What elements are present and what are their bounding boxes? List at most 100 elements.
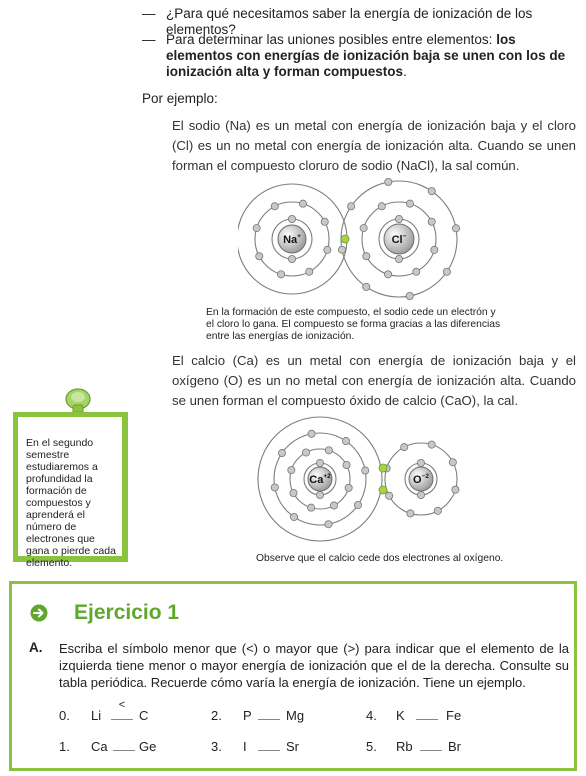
answer-bullet: — Para determinar las uniones posibles e… <box>142 32 578 80</box>
sodium-electron <box>323 245 332 254</box>
transferred-electron <box>378 485 388 495</box>
transferred-electron <box>340 234 350 244</box>
item-right-element: Mg <box>286 708 305 723</box>
sidebar-note-text: En el segundo semestre estudiaremos a pr… <box>26 437 116 569</box>
chlorine-electron <box>377 202 386 211</box>
calcium-electron <box>316 491 325 500</box>
chlorine-electron <box>427 217 436 226</box>
sodium-electron <box>270 202 279 211</box>
item-number: 1. <box>59 739 70 754</box>
oxygen-electron <box>406 509 415 518</box>
sodium-electron <box>298 199 307 208</box>
chlorine-electron <box>412 267 421 276</box>
chlorine-shell <box>361 201 437 277</box>
item-left-element: K <box>396 708 405 723</box>
chlorine-electron <box>430 245 439 254</box>
item-number: 0. <box>59 708 70 723</box>
answer-blank[interactable] <box>416 708 438 720</box>
oxygen-electron <box>416 491 425 500</box>
exercise-header: Ejercicio 1 <box>30 601 179 625</box>
chlorine-electron <box>347 202 356 211</box>
sodium-electron <box>255 252 264 261</box>
oxygen-nucleus <box>408 466 434 492</box>
sodium-electron <box>320 217 329 226</box>
chlorine-electron <box>337 245 346 254</box>
calcium-electron <box>287 466 296 475</box>
exercise-part-letter: A. <box>29 640 43 655</box>
calcium-electron <box>324 446 333 455</box>
calcium-shell <box>289 448 351 510</box>
item-left-element: P <box>243 708 252 723</box>
oxygen-electron <box>433 506 442 515</box>
chlorine-electron <box>452 224 461 233</box>
item-right-element: Fe <box>446 708 462 723</box>
bullet-text-bold: los elementos con energías de ionización… <box>166 32 566 79</box>
oxygen-shell <box>384 442 458 516</box>
item-number: 5. <box>366 739 377 754</box>
answer-blank[interactable] <box>258 739 280 751</box>
item-left-element: Ca <box>91 739 108 754</box>
sodium-electron <box>305 267 314 276</box>
calcium-electron <box>344 483 353 492</box>
oxygen-electron <box>448 458 457 467</box>
calcium-shell <box>257 416 383 542</box>
chlorine-electron <box>362 252 371 261</box>
sodium-symbol: Na+ <box>283 233 301 246</box>
sodium-electron <box>288 215 297 224</box>
item-left-element: I <box>243 739 247 754</box>
cao-caption: Observe que el calcio cede dos electrone… <box>256 553 504 564</box>
calcium-electron <box>361 466 370 475</box>
chlorine-electron <box>405 199 414 208</box>
answer-blank[interactable] <box>113 739 135 751</box>
sodium-chlorine-paragraph: El sodio (Na) es un metal con energía de… <box>172 118 576 173</box>
calcium-shell <box>273 432 367 526</box>
item-right-element: Ge <box>139 739 157 754</box>
chlorine-electron <box>394 215 403 224</box>
chlorine-electron <box>359 224 368 233</box>
oxygen-electron <box>385 491 394 500</box>
item-right-element: Br <box>448 739 461 754</box>
item-number: 4. <box>366 708 377 723</box>
oxygen-electron <box>427 440 436 449</box>
bullet-dash: — <box>142 6 156 21</box>
calcium-electron <box>316 459 325 468</box>
chlorine-electron <box>362 282 371 291</box>
oxygen-electron <box>400 443 409 452</box>
chlorine-electron <box>394 255 403 264</box>
sidebar-note: En el segundo semestre estudiaremos a pr… <box>13 412 128 569</box>
answer-blank[interactable] <box>420 739 442 751</box>
sodium-electron <box>277 270 286 279</box>
calcium-electron <box>329 501 338 510</box>
exercise-instructions: Escriba el símbolo menor que (<) o mayor… <box>59 641 569 690</box>
calcium-electron <box>341 437 350 446</box>
calcium-electron <box>290 512 299 521</box>
calcium-electron <box>342 461 351 470</box>
nacl-atom-diagram: Na+Cl− <box>238 177 461 301</box>
bullet-text: Para determinar las uniones posibles ent… <box>166 32 578 80</box>
arrow-right-circle-icon <box>30 604 48 622</box>
oxygen-electron <box>416 459 425 468</box>
sodium-shell <box>254 201 330 277</box>
calcium-electron <box>278 449 287 458</box>
item-left-element: Rb <box>396 739 413 754</box>
item-right-element: C <box>139 708 149 723</box>
calcium-electron <box>353 500 362 509</box>
calcium-electron <box>324 520 333 529</box>
exercise-box: Ejercicio 1 A. Escriba el símbolo menor … <box>9 581 577 771</box>
calcium-electron <box>302 448 311 457</box>
chlorine-nucleus <box>383 223 415 255</box>
chlorine-electron <box>405 292 414 301</box>
calcium-electron <box>289 488 298 497</box>
bullet-text-end: . <box>403 64 407 79</box>
item-number: 3. <box>211 739 222 754</box>
chlorine-electron <box>442 267 451 276</box>
calcium-oxygen-paragraph: El calcio (Ca) es un metal con energía d… <box>172 353 576 408</box>
sodium-nucleus <box>277 224 307 254</box>
answer-blank[interactable] <box>258 708 280 720</box>
sodium-electron <box>252 224 261 233</box>
answer-blank[interactable] <box>111 708 133 720</box>
calcium-nucleus <box>307 466 333 492</box>
item-left-element: Li <box>91 708 102 723</box>
chlorine-electron <box>384 177 393 186</box>
calcium-electron <box>270 483 279 492</box>
